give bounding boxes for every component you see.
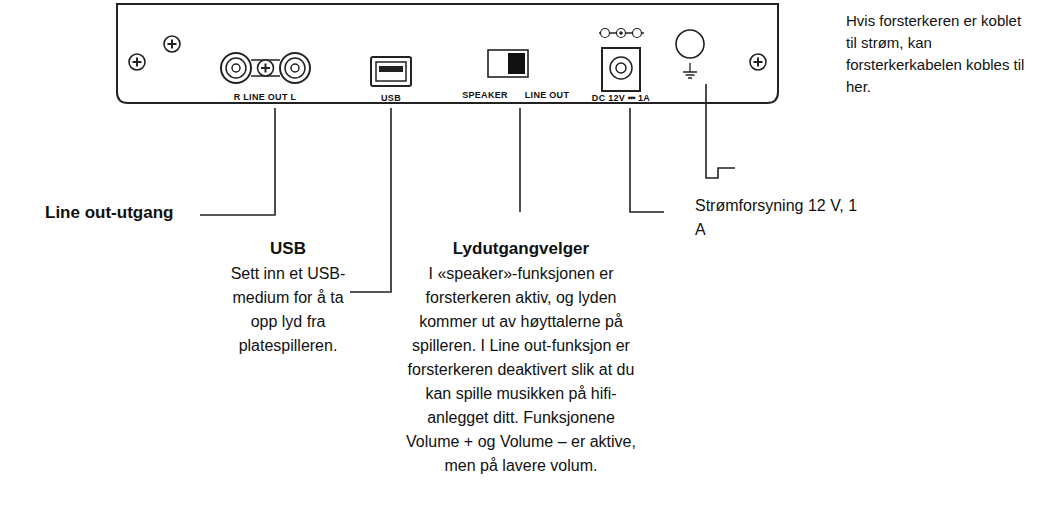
switch-label: LINE OUT [525,90,569,100]
screw [129,54,145,70]
leader-lines [200,84,735,292]
rca-jacks [221,53,310,83]
port-label: R LINE OUT L [234,92,297,102]
usb-port [371,57,411,86]
callout-note: Sett inn et USB-medium for å ta opp lyd … [223,262,353,358]
selector-switch [488,50,528,77]
dc-jack [599,29,644,92]
callout-heading: Line out-utgang [45,203,173,223]
switch-label: SPEAKER [462,90,508,100]
screw [750,54,766,70]
callout-note: Hvis forsterkeren er koblet til strøm, k… [846,10,1034,98]
panel-housing [117,4,778,103]
screw [258,60,274,76]
port-label: DC 12V ⎓ 1A [592,93,650,104]
ground-terminal [676,30,704,78]
callout-heading: USB [270,239,306,259]
callout-note: Strømforsyning 12 V, 1 A [695,194,865,242]
port-label: USB [381,93,401,103]
callout-note: I «speaker»-funksjonen er forsterkeren a… [399,262,644,478]
callout-heading: Lydutgangvelger [453,239,589,259]
screw [164,36,180,52]
